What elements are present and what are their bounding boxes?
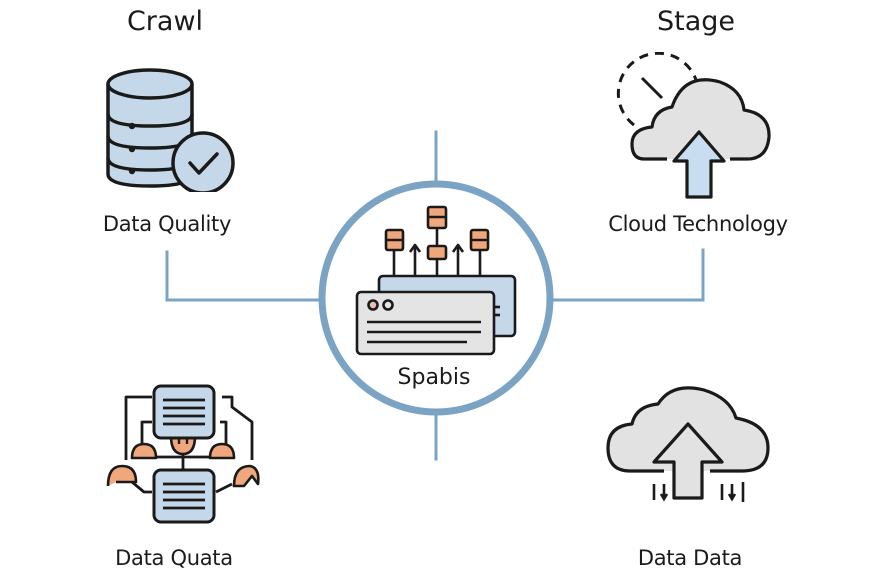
center-label: Spabis: [397, 365, 471, 390]
connector-top-left: [165, 250, 324, 302]
database-check-icon: [106, 68, 235, 192]
document-network-icon: [106, 384, 260, 524]
cloud-transfer-icon: [606, 386, 770, 502]
node-label-data-data: Data Data: [637, 546, 743, 570]
heading-stage: Stage: [656, 6, 736, 37]
node-label-data-quata: Data Quata: [115, 546, 233, 570]
node-label-data-quality: Data Quality: [102, 212, 232, 236]
server-hub-icon: [355, 205, 517, 356]
connector-top-right: [550, 248, 705, 302]
heading-crawl: Crawl: [126, 6, 204, 37]
node-label-cloud-technology: Cloud Technology: [608, 212, 788, 236]
cloud-upload-timer-icon: [616, 52, 771, 199]
